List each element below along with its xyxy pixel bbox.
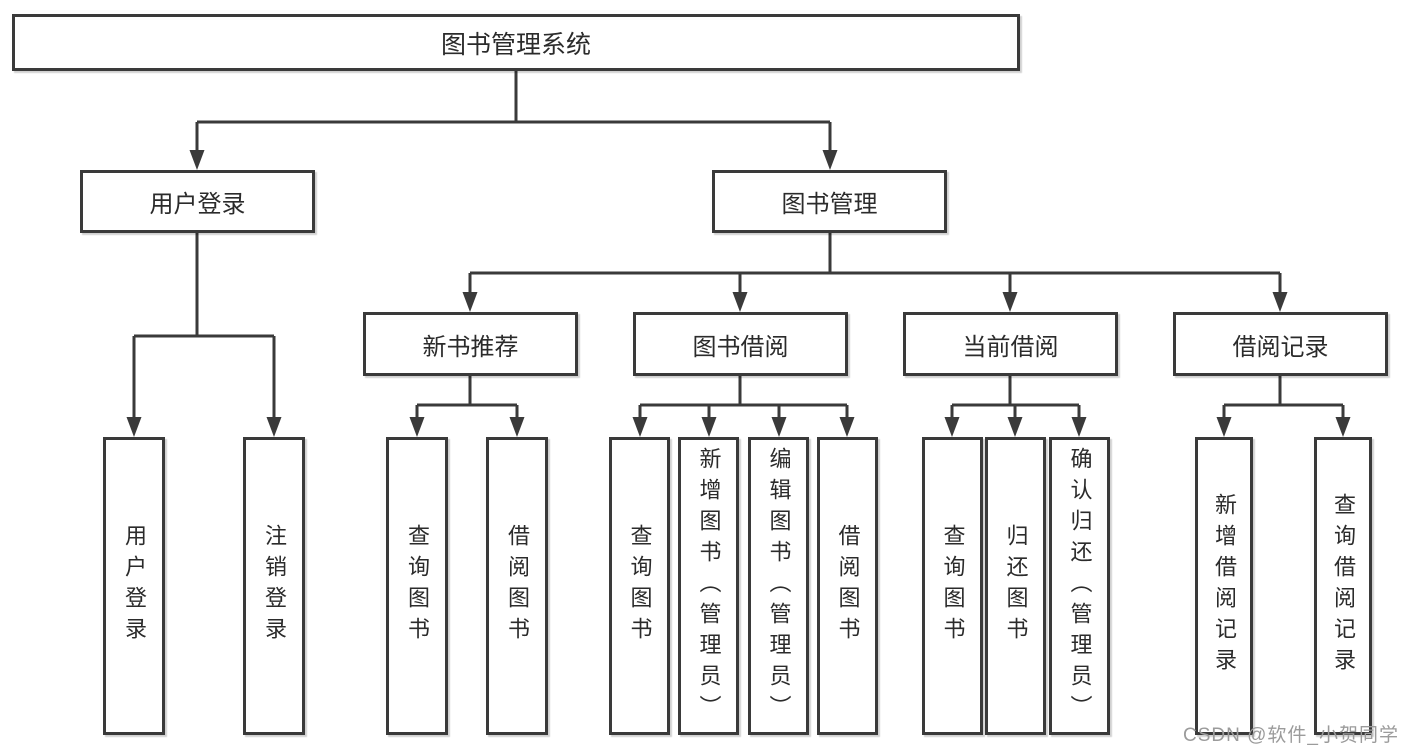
leaf-add-books-admin: 新增图书（管理员） <box>678 437 739 735</box>
leaf-label: 新增图书（管理员） <box>696 446 722 726</box>
leaf-add-borrow-record: 新增借阅记录 <box>1195 437 1253 735</box>
leaf-user-login: 用户登录 <box>103 437 165 735</box>
node-user-login: 用户登录 <box>80 170 315 233</box>
arrowhead-icons <box>126 150 1351 437</box>
node-label: 图书管理系统 <box>440 30 591 59</box>
leaf-edit-books-admin: 编辑图书（管理员） <box>748 437 809 735</box>
leaf-label: 归还图书 <box>1003 524 1029 648</box>
leaf-borrow-books-1: 借阅图书 <box>486 437 548 735</box>
node-label: 图书管理 <box>781 191 878 218</box>
leaf-query-books-3: 查询图书 <box>922 437 983 735</box>
leaf-query-books-2: 查询图书 <box>609 437 670 735</box>
node-book-management: 图书管理 <box>712 170 947 233</box>
watermark: CSDN @软件_小贺同学 <box>1183 725 1399 746</box>
leaf-query-borrow-record: 查询借阅记录 <box>1314 437 1372 735</box>
node-label: 图书借阅 <box>692 333 789 361</box>
leaf-label: 用户登录 <box>122 524 147 648</box>
leaf-label: 查询借阅记录 <box>1331 493 1356 679</box>
leaf-label: 借阅图书 <box>835 524 861 648</box>
node-label: 当前借阅 <box>962 333 1059 361</box>
tree-lines <box>134 71 1343 407</box>
leaf-label: 新增借阅记录 <box>1212 493 1237 679</box>
node-library-management-system: 图书管理系统 <box>12 14 1020 71</box>
node-label: 新书推荐 <box>422 333 519 361</box>
node-label: 用户登录 <box>149 191 246 218</box>
leaf-return-books: 归还图书 <box>985 437 1046 735</box>
node-borrowing-records: 借阅记录 <box>1173 312 1388 376</box>
leaf-borrow-books-2: 借阅图书 <box>817 437 878 735</box>
leaf-label: 注销登录 <box>262 524 287 648</box>
leaf-label: 查询图书 <box>627 524 653 648</box>
node-label: 借阅记录 <box>1232 333 1329 361</box>
leaf-label: 查询图书 <box>940 524 966 648</box>
arrow-stems <box>132 122 1345 420</box>
node-new-book-recommendation: 新书推荐 <box>363 312 578 376</box>
node-book-borrowing: 图书借阅 <box>633 312 848 376</box>
leaf-confirm-return-admin: 确认归还（管理员） <box>1049 437 1110 735</box>
leaf-logout: 注销登录 <box>243 437 305 735</box>
leaf-label: 编辑图书（管理员） <box>766 446 792 726</box>
leaf-label: 借阅图书 <box>505 524 530 648</box>
leaf-label: 确认归还（管理员） <box>1067 446 1093 726</box>
leaf-label: 查询图书 <box>405 524 430 648</box>
node-current-borrowing: 当前借阅 <box>903 312 1118 376</box>
leaf-query-books-1: 查询图书 <box>386 437 448 735</box>
